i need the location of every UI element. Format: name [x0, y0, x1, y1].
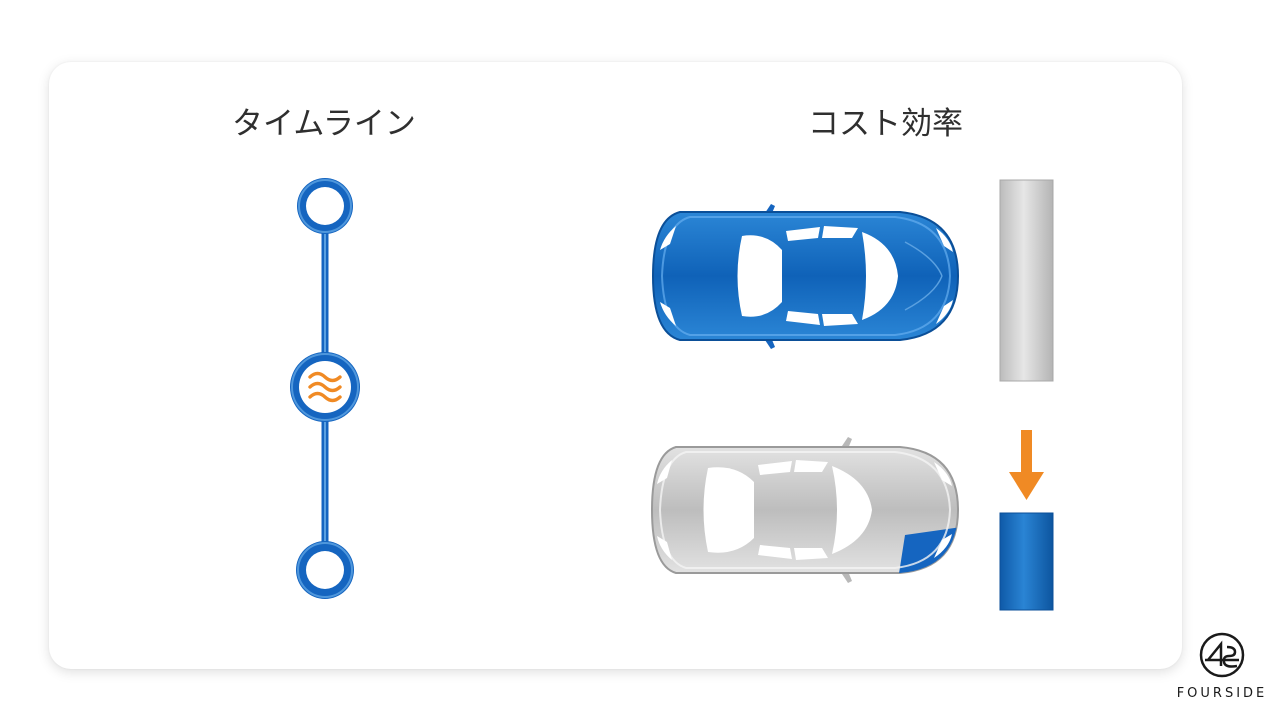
timeline-node-end [296, 541, 354, 599]
wave-icon [308, 371, 342, 403]
arrow-down-icon [1009, 430, 1044, 500]
cost-bar-partial-repair [999, 512, 1054, 611]
car-partial-repair [650, 437, 960, 583]
timeline-node-middle [290, 352, 360, 422]
brand-logo: FOURSIDE [1170, 632, 1274, 701]
fourside-logo-icon [1199, 632, 1245, 678]
brand-name: FOURSIDE [1176, 686, 1268, 701]
repaired-panel [898, 527, 958, 573]
timeline-heading: タイムライン [232, 106, 416, 142]
diagram-card [49, 62, 1182, 669]
cost-bar-full-repaint [999, 179, 1054, 382]
timeline-node-start [297, 178, 353, 234]
cost-efficiency-heading: コスト効率 [808, 106, 963, 142]
car-full-repaint [651, 204, 960, 349]
timeline [290, 178, 360, 599]
